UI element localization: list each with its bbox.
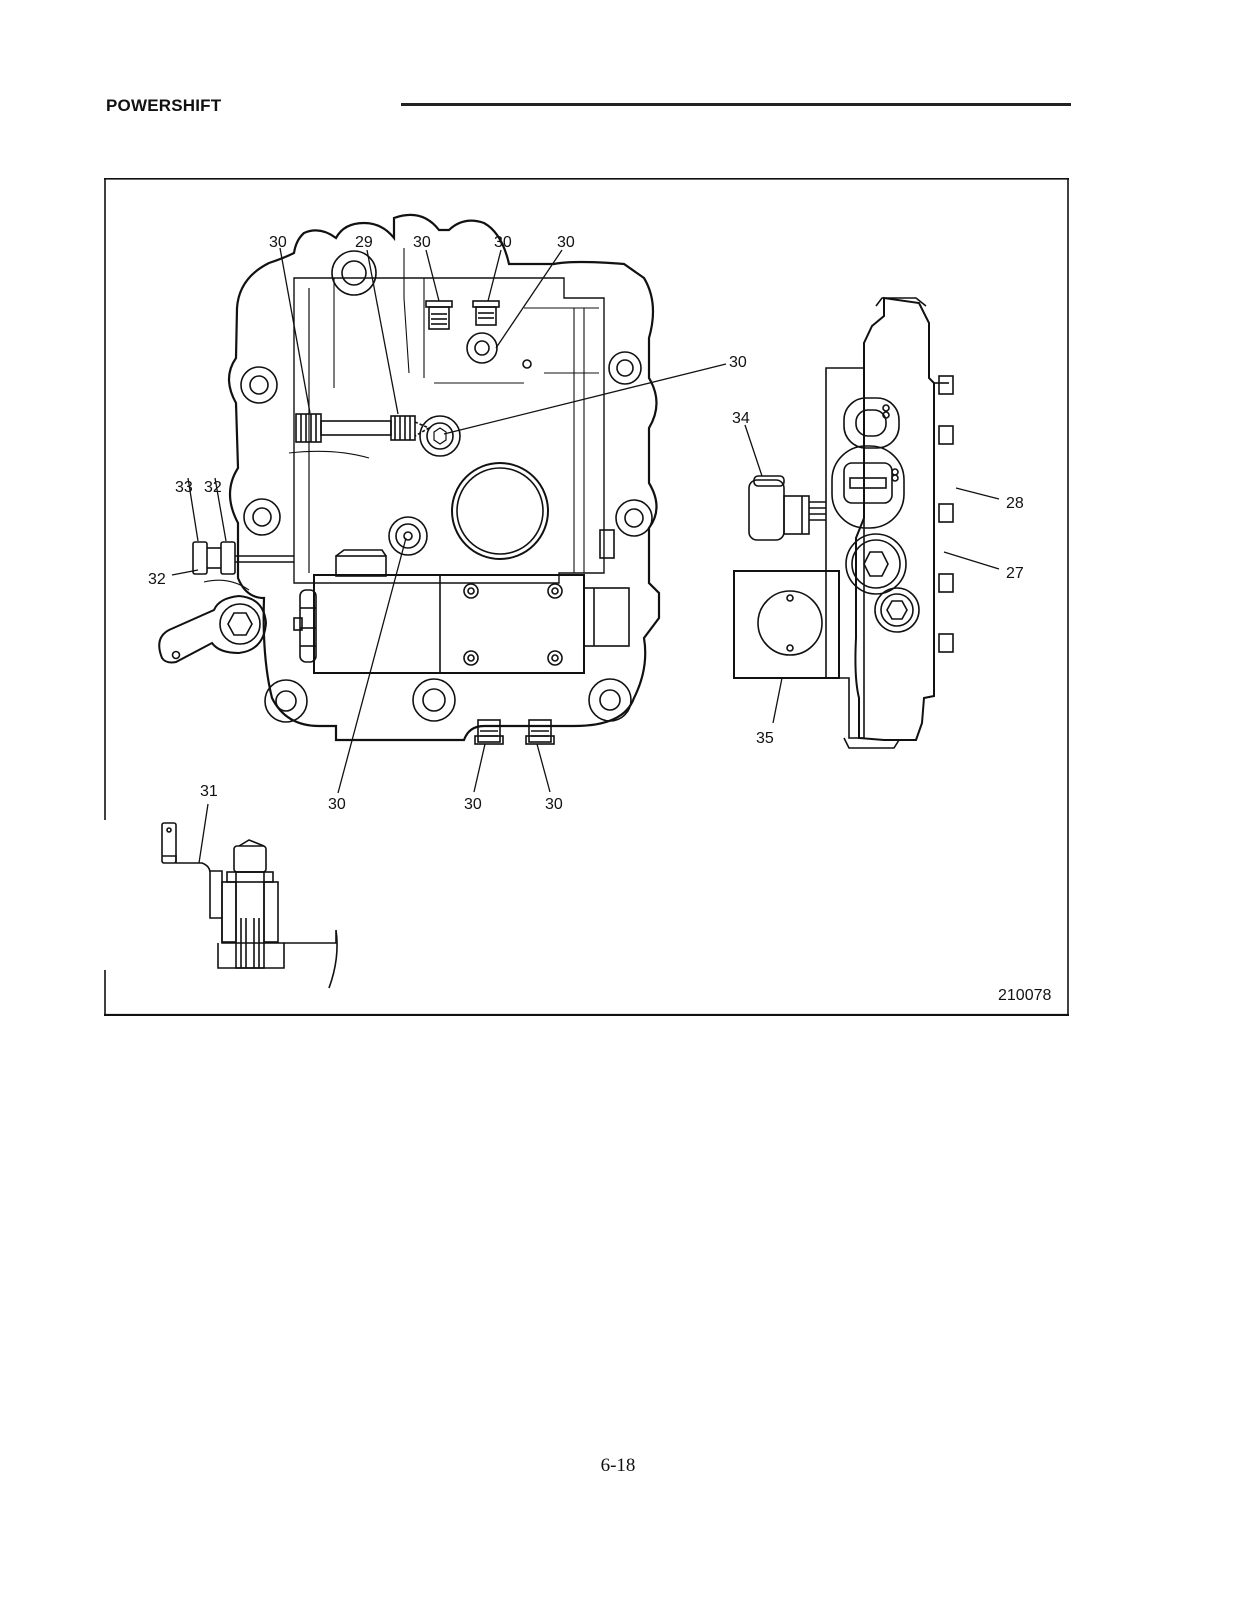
callout-30: 30 <box>729 354 747 371</box>
valve-body-front-view <box>227 213 661 745</box>
header-rule <box>401 103 1071 106</box>
callout-30: 30 <box>557 234 575 251</box>
section-title: POWERSHIFT <box>106 96 222 115</box>
exploded-view-figure: 30 29 30 30 30 30 34 33 32 32 28 27 35 3… <box>104 178 1069 1016</box>
detail-inset-bracket <box>161 822 338 989</box>
callout-30: 30 <box>494 234 512 251</box>
callout-30: 30 <box>413 234 431 251</box>
callout-27: 27 <box>1006 565 1024 582</box>
callout-labels: 30 29 30 30 30 30 34 33 32 32 28 27 35 3… <box>148 234 1051 1004</box>
valve-body-side-view <box>733 296 954 749</box>
callout-29: 29 <box>355 234 373 251</box>
callout-34: 34 <box>732 410 750 427</box>
top-fitting-2 <box>472 300 500 326</box>
bottom-fitting-1 <box>474 719 504 745</box>
callout-32: 32 <box>204 479 222 496</box>
callout-28: 28 <box>1006 495 1024 512</box>
callout-33: 33 <box>175 479 193 496</box>
leader-lines <box>171 247 1000 864</box>
callout-30: 30 <box>545 796 563 813</box>
callout-31: 31 <box>200 783 218 800</box>
callout-32: 32 <box>148 571 166 588</box>
solenoid-block <box>293 549 630 674</box>
figure-frame <box>104 178 1069 1016</box>
callout-30: 30 <box>328 796 346 813</box>
figure-id: 210078 <box>998 987 1051 1004</box>
shift-lever-assembly <box>158 541 294 664</box>
bottom-fitting-2 <box>525 719 555 745</box>
callout-35: 35 <box>756 730 774 747</box>
page-number: 6-18 <box>600 1455 636 1476</box>
callout-30: 30 <box>269 234 287 251</box>
top-fitting-1 <box>425 300 453 330</box>
callout-30: 30 <box>464 796 482 813</box>
threaded-rod <box>295 413 431 443</box>
